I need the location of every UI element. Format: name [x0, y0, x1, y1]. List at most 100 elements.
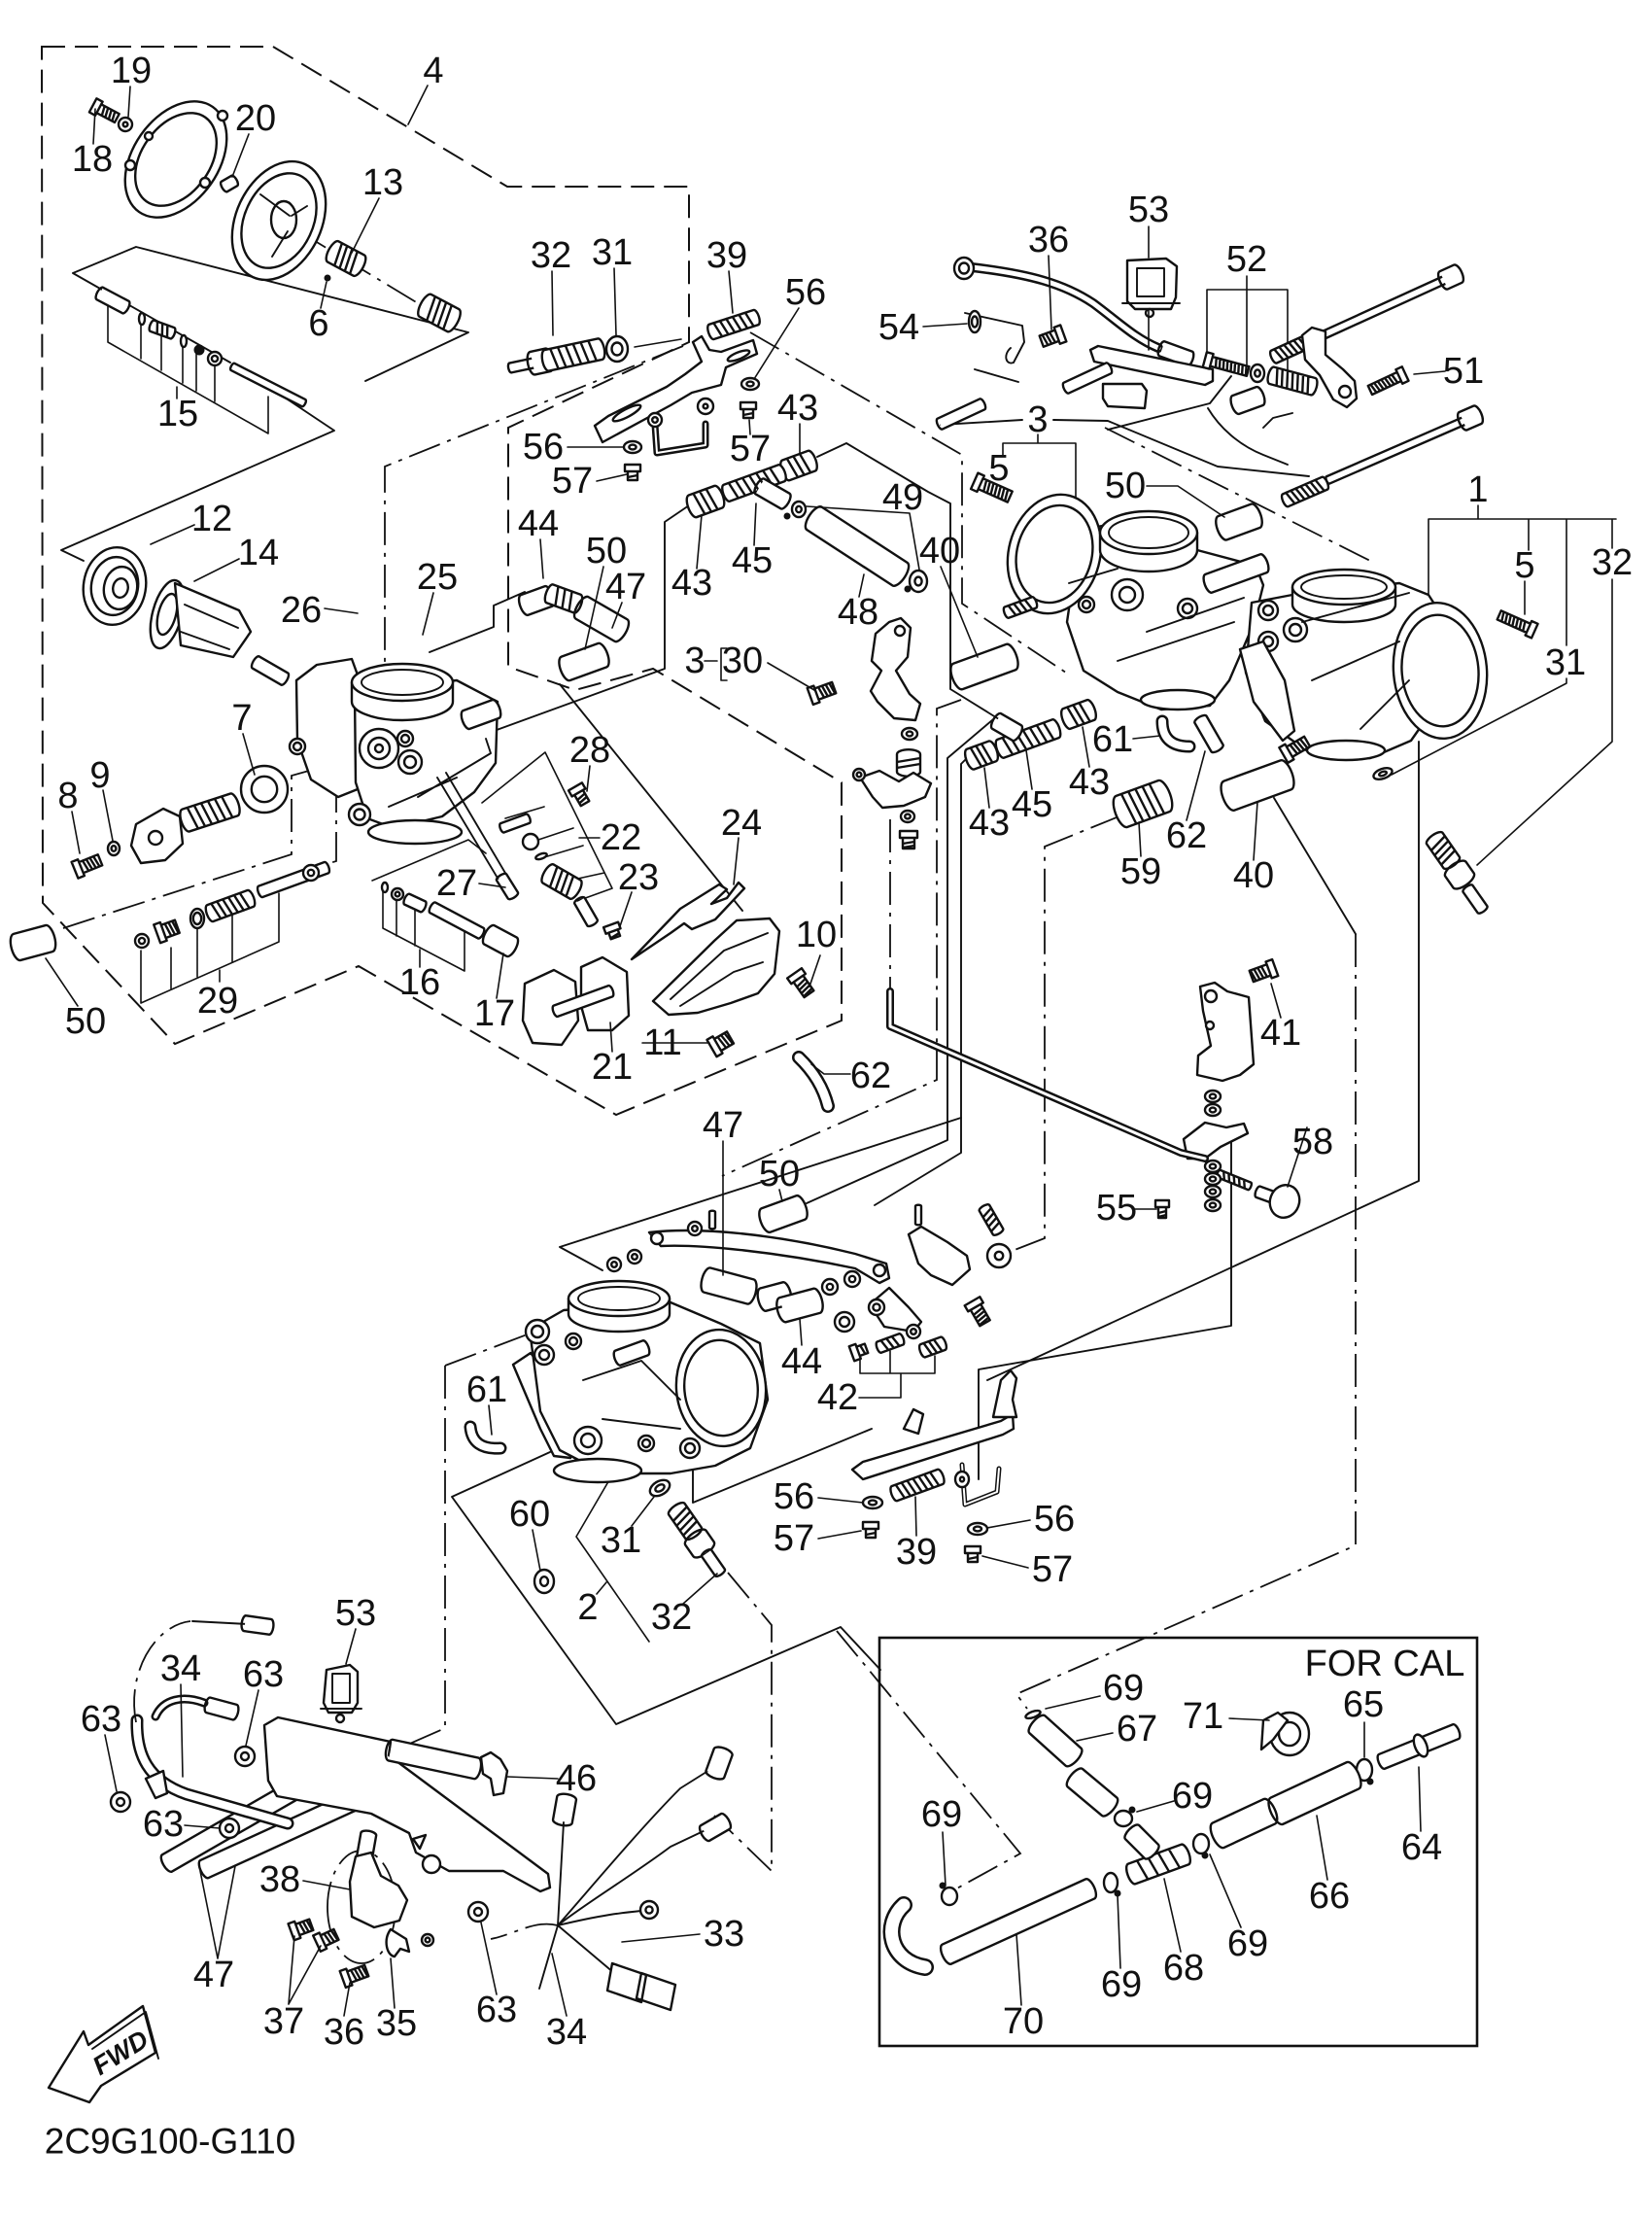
- callout-63: 63: [81, 1699, 121, 1740]
- centerline-31-32: [384, 345, 684, 677]
- callout-53: 53: [335, 1593, 376, 1634]
- callout-64: 64: [1401, 1827, 1442, 1868]
- callout-12: 12: [191, 499, 232, 539]
- carb4-port-4: [678, 1437, 702, 1460]
- clip-65-tab: [1366, 1778, 1374, 1785]
- sleeve-47a: [572, 595, 631, 643]
- washer-31c: [648, 1478, 671, 1498]
- link-pin: [707, 1209, 717, 1230]
- centerline-7: [62, 768, 317, 929]
- bolt-8: [70, 852, 104, 880]
- callout-49: 49: [882, 477, 923, 518]
- callout-36: 36: [1028, 220, 1069, 260]
- carb4-intake-bore: [577, 1286, 661, 1311]
- tee-45b-branch: [989, 711, 1024, 743]
- carb1-drain: [347, 802, 372, 827]
- spring-52: [1266, 365, 1319, 397]
- callout-63: 63: [143, 1804, 184, 1845]
- frame-mid-b: [806, 719, 993, 1204]
- link-washer-d: [820, 1277, 840, 1297]
- clip-69c: [1113, 1809, 1134, 1828]
- harness-ground-wire: [490, 1923, 559, 1940]
- callout-62: 62: [1166, 815, 1207, 856]
- clip-54: [967, 309, 982, 334]
- clip-69b: [1102, 1871, 1119, 1894]
- callout-36: 36: [324, 2012, 364, 2053]
- bracket-53b-tab: [334, 1713, 346, 1724]
- leader-31-right: [1391, 677, 1567, 776]
- callout-33: 33: [704, 1914, 744, 1955]
- carb4-tube: [612, 1339, 651, 1367]
- centerline-to-inset: [1015, 934, 1357, 1710]
- spring-13b: [417, 293, 462, 333]
- hose-61a-core: [1158, 717, 1193, 750]
- bracket-2: [575, 1477, 650, 1643]
- callout-25: 25: [417, 557, 458, 598]
- callout-31: 31: [1545, 642, 1586, 683]
- stop-washer-d: [1203, 1171, 1222, 1187]
- callout-54: 54: [878, 307, 919, 348]
- leaders-lower-carburetor: [488, 1140, 1031, 1605]
- washer-56c: [861, 1495, 884, 1510]
- frame-3: [940, 368, 1310, 477]
- screw-28: [567, 781, 591, 808]
- screw-29: [153, 918, 181, 945]
- washer-9: [106, 840, 121, 857]
- wire-34-loop: [133, 1620, 191, 1723]
- choke-bent-wire: [1207, 407, 1293, 466]
- spring-7: [179, 792, 241, 833]
- callout-70: 70: [1003, 2001, 1044, 2042]
- callout-69: 69: [921, 1794, 962, 1835]
- callout-23: 23: [618, 857, 659, 898]
- clip-6: [324, 274, 331, 282]
- callout-45: 45: [1012, 784, 1052, 825]
- callout-18: 18: [72, 139, 113, 180]
- diaphragm-cover-gasket: [123, 100, 228, 219]
- callout-20: 20: [235, 98, 276, 139]
- leaders-bracket-harness: [104, 1628, 701, 2017]
- plate-24: [630, 881, 746, 961]
- leaders-inset: [942, 1695, 1422, 2006]
- starter-housing-lines: [670, 932, 769, 1007]
- carb2-float-bowl: [1139, 688, 1217, 711]
- hose-67: [1027, 1714, 1084, 1768]
- nut-63b: [218, 1817, 241, 1840]
- throttle-link-tab: [902, 1407, 925, 1436]
- leader-lines: [45, 85, 1526, 2017]
- harness-plug-c: [705, 1746, 734, 1781]
- carb3-intake-bore: [1300, 574, 1388, 600]
- sleeve-50: [9, 923, 57, 962]
- callout-30: 30: [722, 641, 763, 681]
- stop-washer-e: [1203, 1184, 1222, 1199]
- callout-69: 69: [1227, 1923, 1268, 1964]
- callout-37: 37: [263, 2001, 304, 2042]
- ball-22: [521, 832, 540, 851]
- choke-cable-core: [969, 264, 1161, 351]
- callout-44: 44: [518, 503, 559, 544]
- callout-56: 56: [523, 427, 564, 468]
- screw-10: [785, 966, 815, 999]
- fitting-32b-thread: [1425, 830, 1462, 871]
- spring-42b: [875, 1333, 906, 1354]
- callout-11: 11: [643, 1022, 681, 1063]
- centerline-mid-d: [996, 814, 1122, 1258]
- washer-35: [420, 1932, 435, 1948]
- spring-29: [204, 888, 257, 923]
- fitting-32-nipple: [506, 357, 537, 374]
- carb4-port: [524, 1318, 551, 1345]
- sleeve-40b: [1220, 759, 1295, 812]
- frame-needle-group: [60, 246, 469, 562]
- throttle-stop-center: [147, 829, 164, 847]
- callout-27: 27: [436, 863, 477, 904]
- callout-38: 38: [259, 1859, 300, 1900]
- bracket-15: [107, 300, 269, 434]
- callout-29: 29: [197, 981, 238, 1022]
- sleeve-43a: [779, 449, 818, 482]
- cover-spokes: [259, 193, 308, 258]
- parts-layer: [9, 97, 1539, 2012]
- oring-29: [189, 907, 206, 930]
- sleeve-43d: [1060, 698, 1097, 731]
- bracket-53: [1125, 257, 1179, 311]
- callout-61: 61: [466, 1369, 507, 1410]
